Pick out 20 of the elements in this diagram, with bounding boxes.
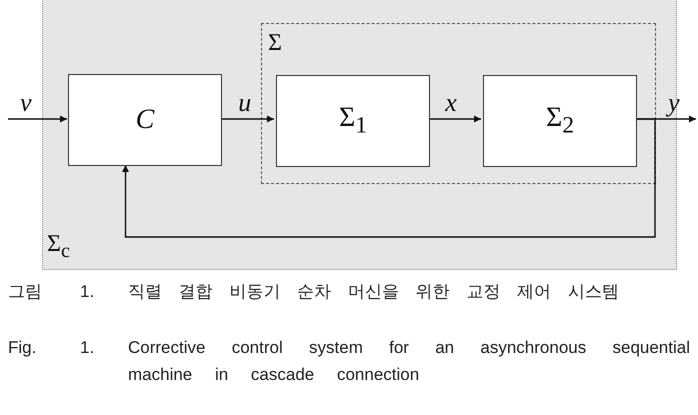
block-box: Σ$_{2}$ xyxy=(483,75,637,167)
frame-label: Σ$_{c}$ xyxy=(47,231,70,263)
signal-label: x xyxy=(445,90,457,116)
arrow xyxy=(221,116,274,122)
block-box: C xyxy=(68,74,222,166)
caption-text: Corrective control system for an asynchronous sequential machine in cascade connection xyxy=(128,337,690,386)
frame-label: Σ xyxy=(268,30,282,57)
figure-tag: 그림 xyxy=(8,278,42,305)
figure-number: 1. xyxy=(80,337,94,359)
signal-label: u xyxy=(238,90,252,116)
caption-text: 직렬 결합 비동기 순차 머신을 위한 교정 제어 시스템 xyxy=(128,281,620,303)
signal-label: y xyxy=(668,90,680,116)
figure-tag: Fig. xyxy=(8,334,36,361)
arrow xyxy=(8,116,67,122)
block-box: Σ$_{1}$ xyxy=(276,75,430,167)
signal-label: v xyxy=(20,90,32,116)
dashed-frame xyxy=(261,23,656,184)
arrow xyxy=(122,118,656,238)
figure-number: 1. xyxy=(80,281,94,303)
arrow xyxy=(428,116,481,122)
